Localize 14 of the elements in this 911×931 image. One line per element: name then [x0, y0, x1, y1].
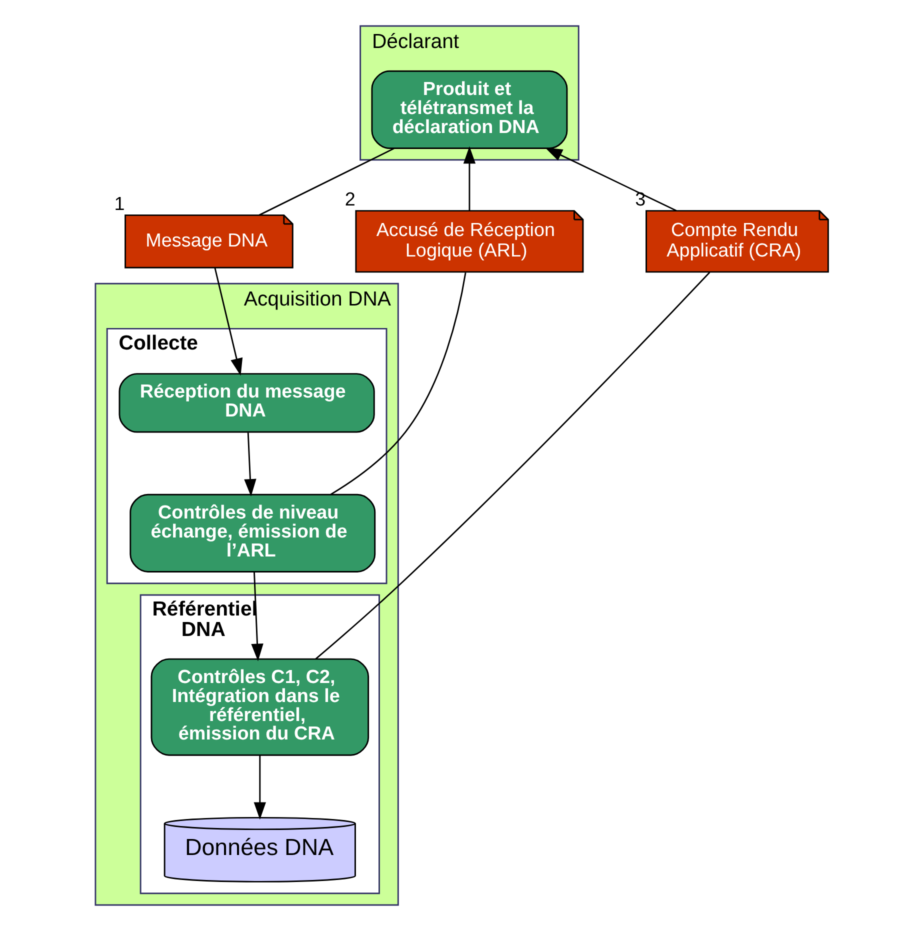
connector	[314, 272, 710, 660]
node-label: 2	[344, 190, 355, 211]
node-box: Contrôles de niveau échange, émission de l’ARL	[129, 494, 376, 572]
node-label: 1	[114, 194, 124, 215]
node-box: Contrôles C1, C2, Intégration dans le référentiel, émission du CRA	[150, 658, 369, 756]
arrow	[544, 147, 676, 212]
connector	[258, 148, 394, 216]
arrow	[253, 755, 266, 820]
arrow	[244, 432, 256, 497]
arrow	[250, 572, 263, 662]
node-box: Réception du message DNA	[118, 373, 374, 433]
connector	[330, 272, 466, 495]
node-box: Produit et télétransmet la déclaration DNA	[370, 70, 568, 149]
arrow	[462, 146, 476, 211]
